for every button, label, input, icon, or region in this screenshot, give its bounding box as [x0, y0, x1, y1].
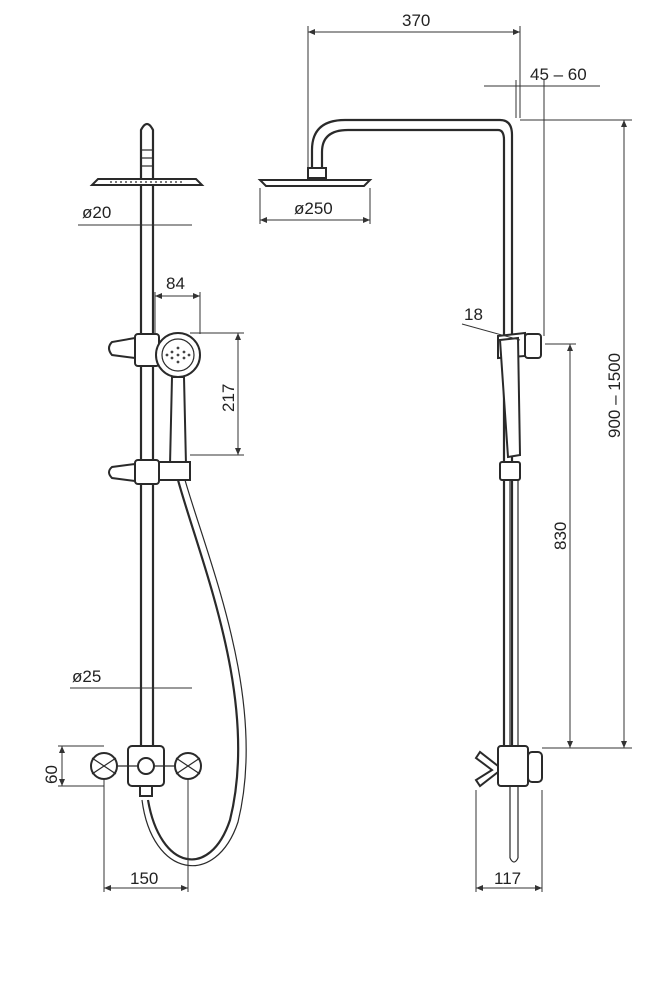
side-view: [257, 118, 543, 863]
dim-hand-shower-length: 217: [219, 384, 238, 412]
front-lower-slider: [134, 459, 160, 485]
dim-lower-height: 830: [551, 522, 570, 550]
front-holder: [158, 461, 191, 481]
dim-mixer-spacing: 150: [130, 869, 158, 888]
side-mixer: [497, 745, 529, 787]
side-wall-plate: [527, 751, 543, 783]
side-arm-inner: [320, 128, 506, 335]
dim-mixer-depth: 117: [494, 869, 521, 888]
front-hose: [146, 479, 240, 861]
dim-pipe-bottom-diameter: ø25: [72, 667, 101, 686]
side-arm-outer: [310, 118, 514, 335]
dim-wall-offset: 45 – 60: [530, 65, 587, 84]
side-lower-bracket: [499, 461, 521, 481]
dim-arm-width: 370: [402, 11, 430, 30]
front-outlet: [139, 785, 153, 797]
side-head-connector: [307, 167, 327, 179]
dim-rain-head-diameter: ø250: [294, 199, 333, 218]
front-hand-shower-handle: [168, 376, 188, 466]
dim-holder-offset: 18: [464, 305, 483, 324]
front-upper-slider: [134, 333, 160, 367]
front-view: [89, 122, 247, 867]
front-lower-knob: [108, 462, 136, 483]
side-rain-head: [257, 179, 373, 187]
side-handle: [474, 750, 499, 788]
dimension-lines: [58, 26, 632, 892]
dim-hand-shower-width: 84: [166, 274, 185, 293]
dim-mixer-height: 60: [42, 765, 61, 784]
dim-pipe-top-diameter: ø20: [82, 203, 111, 222]
front-upper-knob: [108, 336, 136, 360]
side-hand-shower: [498, 336, 522, 459]
dim-height-range: 900 – 1500: [605, 353, 624, 438]
front-pipe-top: [139, 122, 155, 182]
